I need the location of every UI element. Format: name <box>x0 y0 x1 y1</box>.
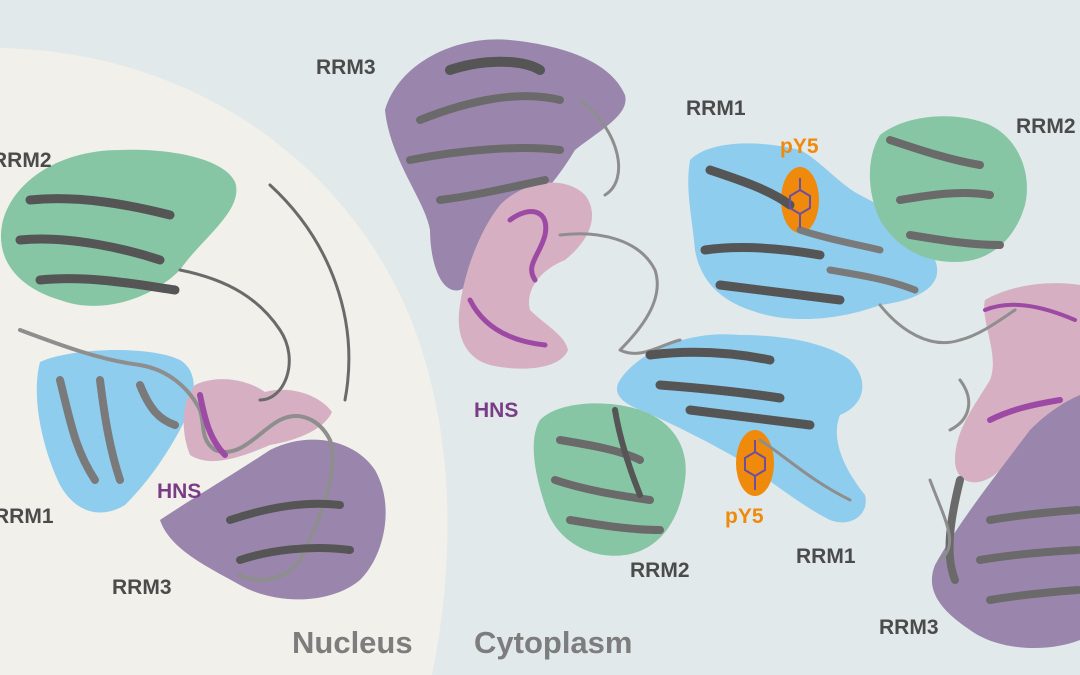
nucleus-rrm1-label: RRM1 <box>0 505 54 528</box>
nucleus-region-label: Nucleus <box>292 625 413 660</box>
nucleus-rrm2-blob <box>0 149 237 306</box>
cyto-top-rrm3-label: RRM3 <box>316 56 376 79</box>
cyto-right-hns-blob <box>955 283 1080 483</box>
cyto-bottom-rrm2-label: RRM2 <box>630 559 690 582</box>
cyto-bottom-rrm1-blob <box>616 334 866 523</box>
cyto-top-rrm3-blob <box>385 39 626 291</box>
cyto-hns-label: HNS <box>474 399 519 422</box>
nucleus-rrm2-label: RRM2 <box>0 149 52 172</box>
cyto-bottom-py5-ellipse <box>736 430 774 496</box>
cyto-top-rrm2-label: RRM2 <box>1016 115 1076 138</box>
cyto-right-rrm3-label: RRM3 <box>879 616 939 639</box>
nucleus-hns-blob <box>183 379 332 462</box>
cyto-bottom-py5-label: pY5 <box>725 505 764 528</box>
nucleus-hns-label: HNS <box>157 480 202 503</box>
nucleus-rrm1-blob <box>36 350 194 513</box>
cyto-top-py5-label: pY5 <box>780 135 819 158</box>
ribbon-backbone <box>15 56 1080 604</box>
cytoplasm-region-label: Cytoplasm <box>474 625 633 660</box>
cyto-top-rrm2-blob <box>869 116 1027 262</box>
cyto-top-py5-ellipse <box>781 167 819 233</box>
py5-residue-top <box>789 178 811 228</box>
cyto-top-hns-blob <box>458 182 593 369</box>
cyto-top-rrm1-label: RRM1 <box>686 97 746 120</box>
nucleus-rrm3-label: RRM3 <box>112 576 172 599</box>
cyto-bottom-rrm1-label: RRM1 <box>796 545 856 568</box>
py5-residue-bottom <box>744 440 766 490</box>
